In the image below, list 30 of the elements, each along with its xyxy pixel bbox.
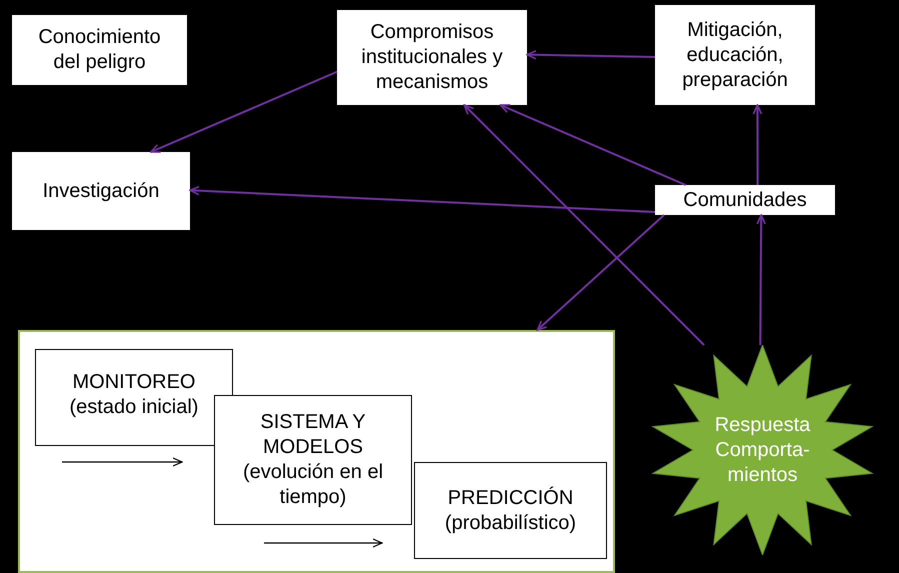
arrow <box>536 214 665 331</box>
arrow <box>150 70 338 153</box>
node-label: (evolución en el tiempo) <box>242 460 384 510</box>
process-box <box>414 462 607 559</box>
node-label: MONITOREO <box>72 370 196 395</box>
panel-box <box>18 330 615 573</box>
text-box <box>12 15 187 85</box>
arrow <box>500 104 686 186</box>
arrow <box>756 214 766 345</box>
arrow <box>752 104 762 185</box>
node-label: Conocimiento del peligro <box>37 25 162 75</box>
node-label: (probabilístico) <box>444 510 576 536</box>
text-box <box>655 5 815 105</box>
text-box <box>337 10 527 105</box>
node-label: Mitigación, educación, preparación <box>681 18 789 92</box>
node-label: (estado inicial) <box>70 395 198 420</box>
node-label: Respuesta Comporta- mientos <box>714 412 812 488</box>
arrow <box>526 50 656 60</box>
text-box <box>655 185 835 215</box>
arrow <box>189 186 656 213</box>
node-label: Compromisos institucionales y mecanismos <box>360 20 504 95</box>
starburst-shape <box>650 345 875 555</box>
node-label: Investigación <box>42 178 160 204</box>
node-label: SISTEMA Y MODELOS <box>259 410 367 460</box>
arrow <box>464 104 705 346</box>
node-label: PREDICCIÓN <box>448 486 574 510</box>
process-box <box>35 349 233 446</box>
node-label: Comunidades <box>683 188 807 212</box>
process-box <box>214 395 412 525</box>
text-box <box>12 152 190 230</box>
